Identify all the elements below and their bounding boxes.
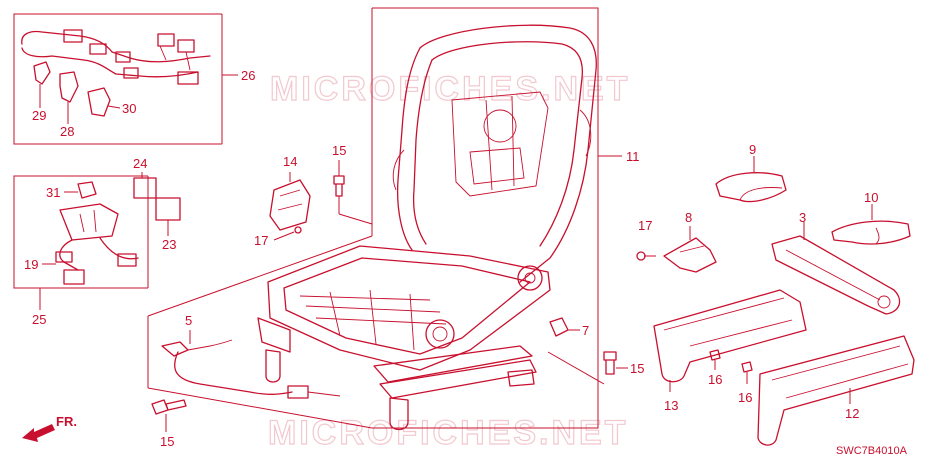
bracket-14-part: 14 — [269, 154, 311, 231]
callout-26: 26 — [241, 68, 255, 83]
clip-29-part — [33, 61, 51, 108]
callout-9: 9 — [749, 142, 756, 157]
bolt-15c-part: 15 — [151, 399, 187, 449]
callout-24: 24 — [133, 156, 147, 171]
harness-group-25: 24 31 23 19 25 — [13, 156, 181, 327]
watermark-top: MICROFICHES.NET — [270, 70, 630, 108]
callout-16a: 16 — [708, 372, 722, 387]
callout-5: 5 — [185, 313, 192, 328]
callout-19: 19 — [24, 257, 38, 272]
callout-31: 31 — [46, 185, 60, 200]
clip-7-part: 7 — [549, 317, 589, 338]
callout-17b: 17 — [638, 218, 652, 233]
front-direction-indicator: FR. — [22, 414, 77, 442]
seat-wire-harness-part — [21, 29, 211, 85]
callout-13: 13 — [664, 398, 678, 413]
callout-23: 23 — [162, 237, 176, 252]
callout-15b: 15 — [630, 361, 644, 376]
callout-15a: 15 — [332, 143, 346, 158]
clip-16b-part: 16 — [738, 361, 753, 405]
screw-17a-part: 17 — [254, 226, 302, 248]
callout-25: 25 — [32, 312, 46, 327]
sensor-harness-part — [55, 203, 139, 285]
callout-29: 29 — [32, 108, 46, 123]
cover-9-part: 9 — [715, 142, 787, 203]
cover-10-part: 10 — [831, 190, 911, 245]
harness-group-26: 26 29 28 30 — [13, 13, 255, 145]
callout-11: 11 — [626, 149, 640, 164]
callout-8: 8 — [685, 210, 692, 225]
unit-24-part — [133, 172, 157, 199]
callout-3: 3 — [799, 210, 806, 225]
bracket-8-part: 8 — [663, 210, 717, 273]
callout-17a: 17 — [254, 233, 268, 248]
callout-28: 28 — [60, 124, 74, 139]
seat-frame-11-part: 11 — [147, 7, 640, 431]
front-direction-label: FR. — [56, 414, 77, 429]
callout-30: 30 — [122, 101, 136, 116]
front-direction-arrow-icon — [22, 424, 55, 442]
watermark-bottom: MICROFICHES.NET — [268, 414, 628, 452]
outer-cover-13-part: 13 — [653, 289, 807, 413]
bolt-15a-part: 15 — [332, 143, 373, 225]
callout-10: 10 — [864, 190, 878, 205]
trim-cover-12-part: 12 — [757, 335, 915, 446]
bolt-15b-part: 15 — [547, 351, 644, 385]
screw-17b-part: 17 — [636, 218, 656, 261]
clip-28-part — [59, 71, 79, 124]
inner-cover-3-part: 3 — [771, 210, 901, 315]
unit-23-part — [155, 197, 181, 236]
callout-14: 14 — [283, 154, 297, 169]
callout-12: 12 — [845, 406, 859, 421]
clip-30-part — [87, 87, 121, 117]
clip-16a-part: 16 — [708, 349, 722, 387]
diagram-code: SWC7B4010A — [836, 445, 908, 457]
callout-7: 7 — [582, 323, 589, 338]
cable-5-part: 5 — [161, 313, 341, 399]
callout-16b: 16 — [738, 390, 752, 405]
callout-15c: 15 — [160, 434, 174, 449]
clip-31-part — [64, 181, 97, 199]
